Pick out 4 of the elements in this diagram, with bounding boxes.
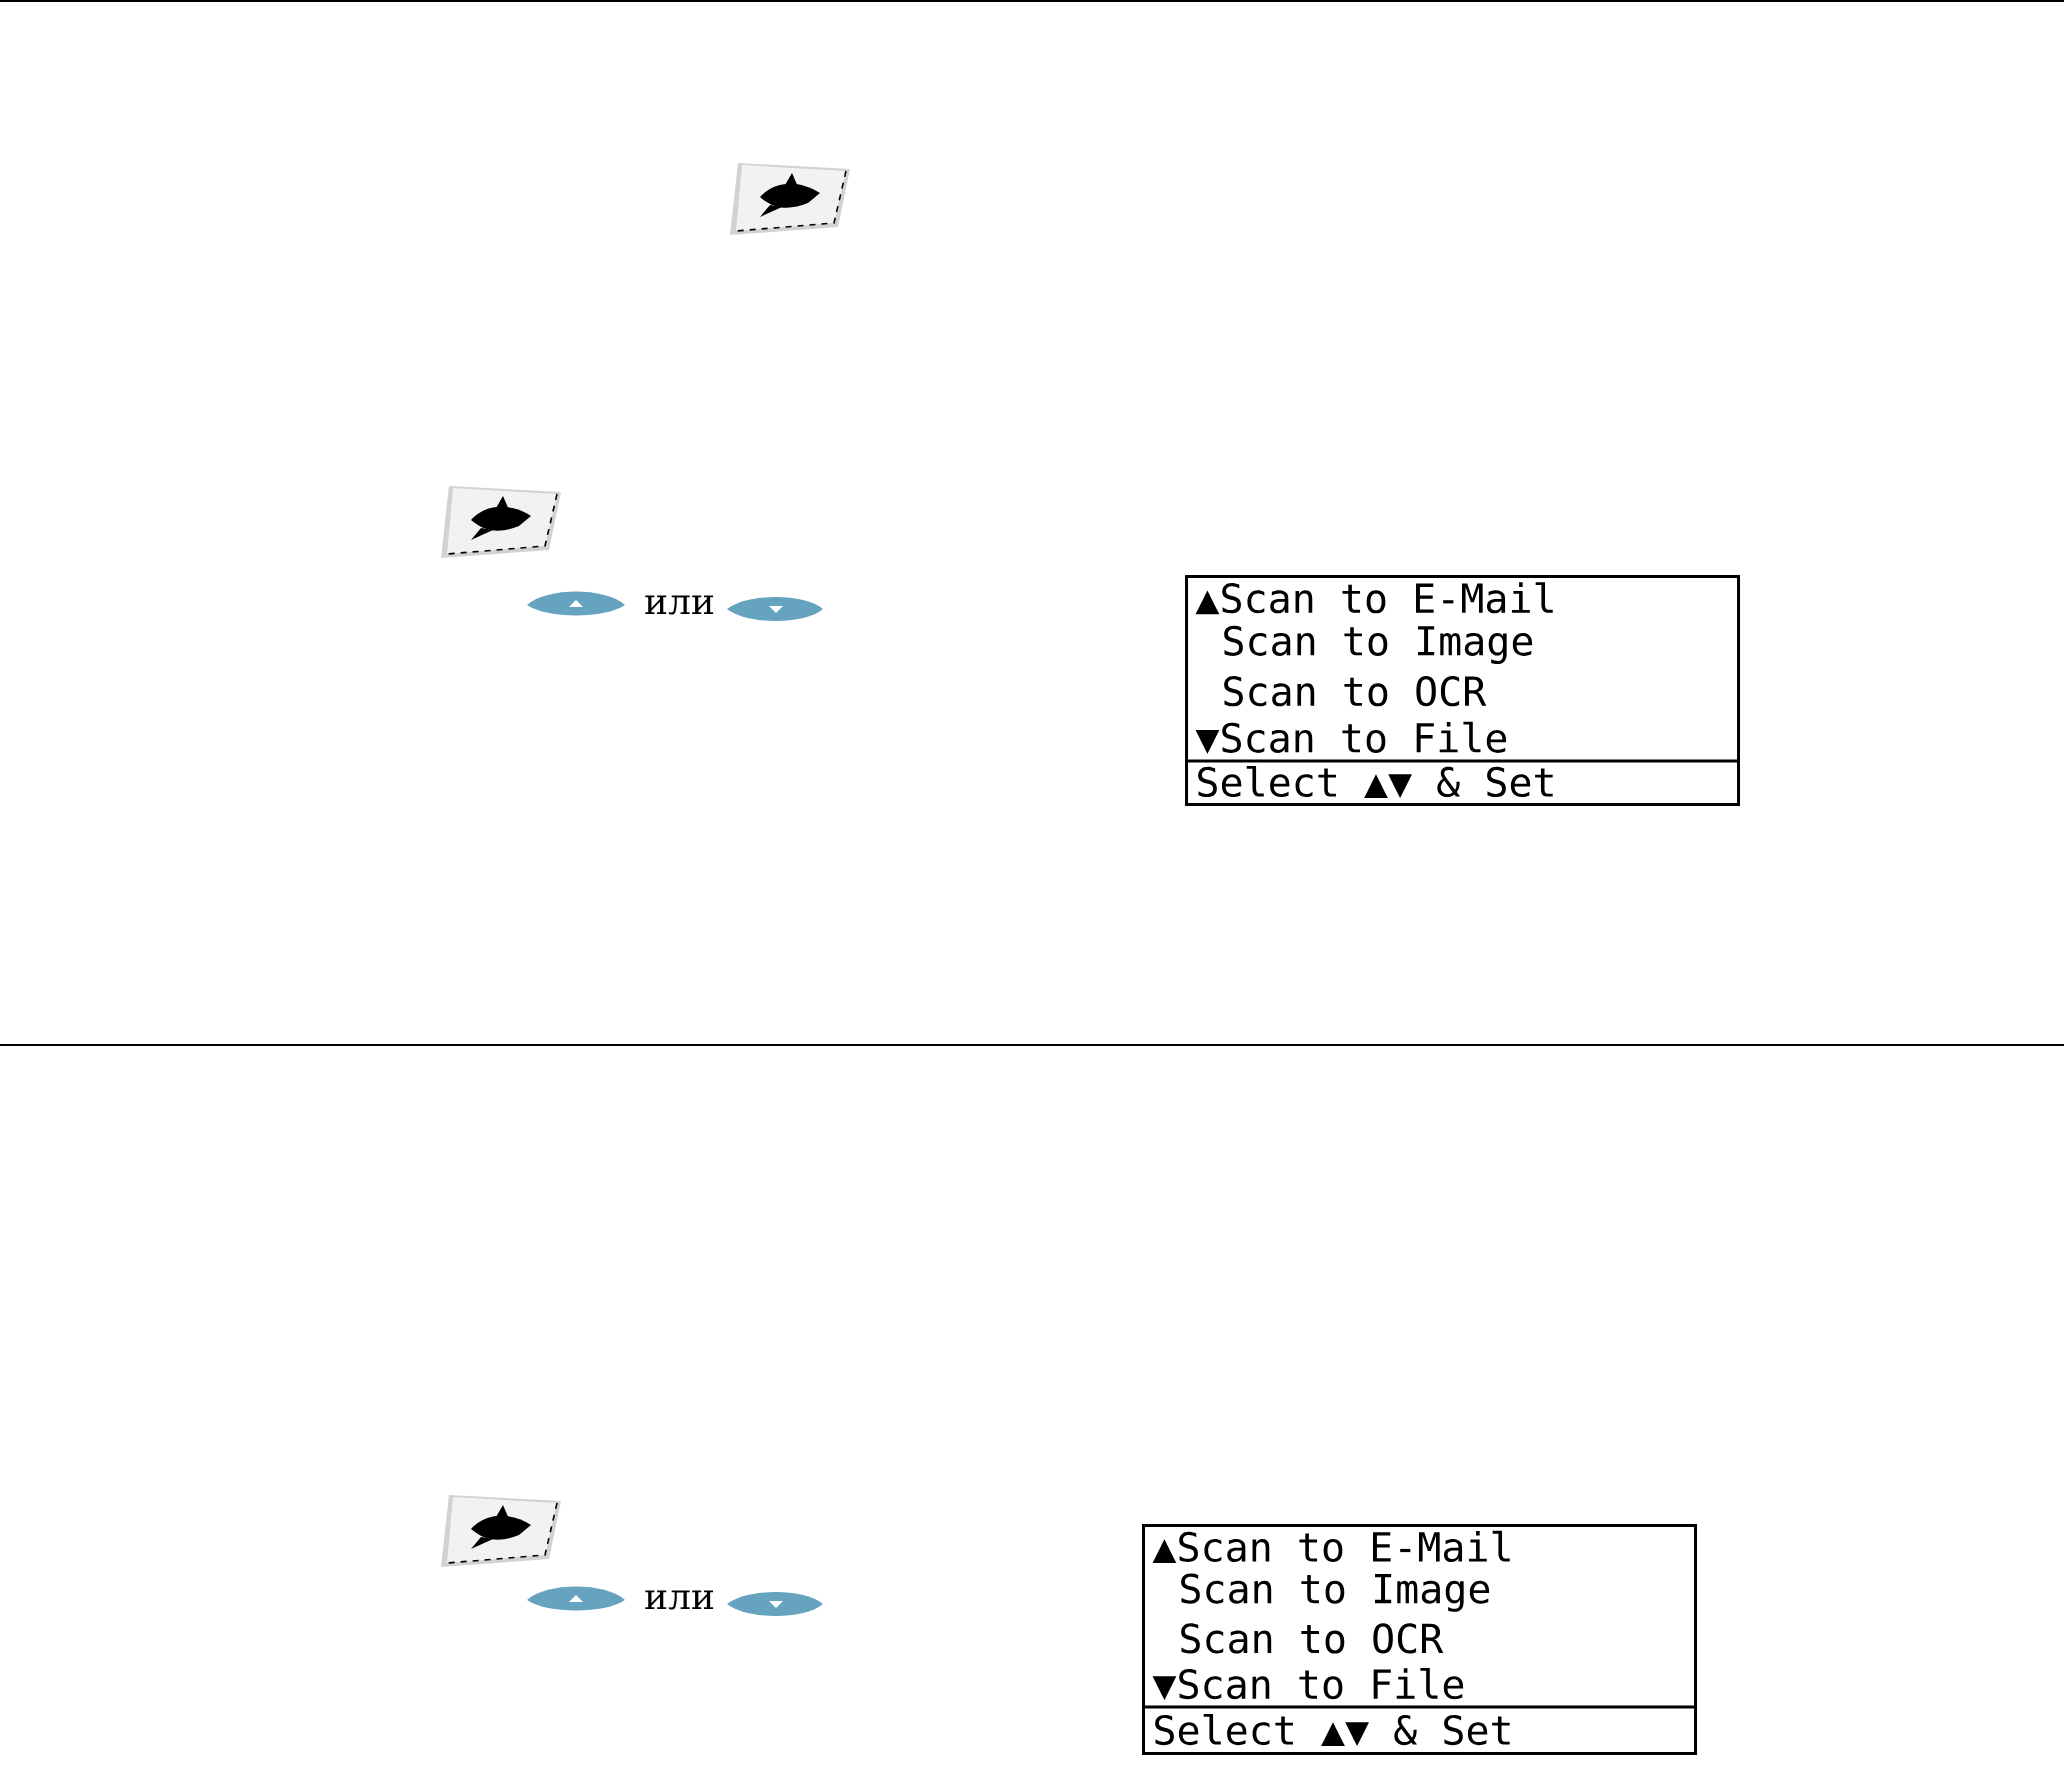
label-text: или <box>645 1590 714 1610</box>
lcd-display: ▲Scan to E-Mail Scan to Image Scan to OCR ▼Scan to File Select ▲▼ & Set <box>1185 575 1741 806</box>
label-text: или <box>645 595 714 615</box>
lcd-display: ▲Scan to E-Mail Scan to Image Scan to OCR ▼Scan to File Select ▲▼ & Set <box>1142 1524 1698 1755</box>
